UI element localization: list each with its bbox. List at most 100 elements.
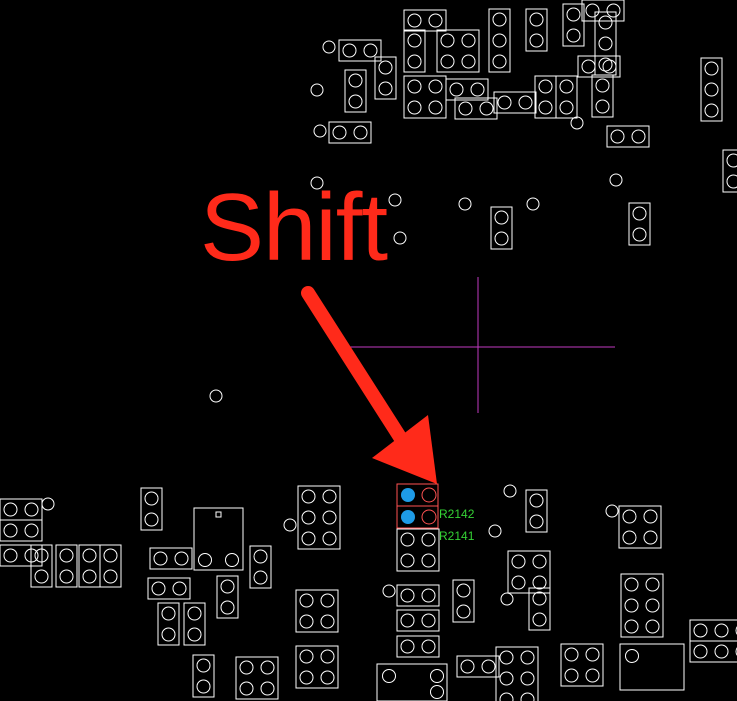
via: [605, 504, 619, 518]
footprint-pad: [253, 549, 268, 564]
via: [503, 484, 517, 498]
footprint-pad: [59, 569, 74, 584]
refdes-label-r2141[interactable]: R2141: [439, 529, 475, 543]
footprint-body: [193, 507, 244, 571]
footprint-body: [396, 584, 440, 607]
footprint-pad: [735, 647, 737, 656]
via: [393, 231, 407, 245]
footprint-body: [454, 97, 498, 120]
footprint-pad: [440, 33, 455, 48]
footprint-pad: [449, 82, 464, 97]
footprint-pad: [421, 639, 436, 654]
footprint-pad: [348, 94, 363, 109]
footprint-pad: [196, 658, 211, 673]
footprint-body: [495, 646, 539, 701]
footprint-pad: [421, 553, 436, 568]
footprint-pad: [260, 660, 275, 675]
footprint-body: [297, 485, 341, 550]
footprint-pad: [430, 685, 444, 699]
component-r2141[interactable]: [396, 505, 439, 529]
footprint-pad: [598, 15, 613, 30]
via: [41, 497, 55, 511]
footprint-pad: [595, 78, 610, 93]
footprint-body: [30, 544, 53, 588]
footprint-body: [628, 202, 651, 246]
footprint-pad: [461, 54, 476, 69]
footprint-pad: [602, 59, 617, 74]
footprint-body: [577, 55, 621, 78]
footprint-pad: [407, 54, 422, 69]
footprint-pad: [585, 3, 600, 18]
highlighted-components[interactable]: [396, 483, 439, 529]
footprint-pad: [511, 554, 526, 569]
footprint-pad: [353, 125, 368, 140]
footprint-pad: [3, 502, 18, 517]
footprint-pad: [566, 7, 581, 22]
footprint-pad: [529, 33, 544, 48]
footprint-pad: [320, 614, 335, 629]
footprint-pad: [598, 36, 613, 51]
footprint-pad: [479, 101, 494, 116]
footprint-pad: [407, 13, 422, 28]
footprint-body: [488, 8, 511, 73]
footprint-pad: [532, 575, 547, 590]
footprint-body: [493, 91, 537, 114]
footprint-pad: [622, 530, 637, 545]
footprint-pad: [631, 129, 646, 144]
footprint-body: [374, 56, 397, 100]
footprint-pad: [520, 671, 535, 686]
footprint-body: [147, 577, 191, 600]
footprint-pad: [3, 523, 18, 538]
footprint-pad: [320, 593, 335, 608]
r2142-pad-1-selected[interactable]: [401, 488, 415, 502]
refdes-label-r2142[interactable]: R2142: [439, 507, 475, 521]
footprint-body: [562, 3, 585, 47]
footprint-body: [376, 663, 448, 701]
footprint-pad: [566, 28, 581, 43]
footprint-body: [403, 75, 447, 119]
footprint-pad: [610, 129, 625, 144]
footprint-pad: [585, 647, 600, 662]
footprint-pad: [421, 588, 436, 603]
footprint-pad: [704, 103, 719, 118]
footprint-body: [619, 643, 685, 691]
footprint-pad: [520, 650, 535, 665]
footprint-body: [700, 57, 723, 122]
footprint-pad: [714, 623, 729, 638]
footprint-body: [525, 8, 548, 52]
footprint-pad: [253, 570, 268, 585]
footprint-body: [534, 75, 557, 119]
footprint-pad: [492, 54, 507, 69]
footprint-pad: [632, 206, 647, 221]
footprint-pad: [492, 12, 507, 27]
footprint-pad: [161, 627, 176, 642]
footprint-pad: [299, 614, 314, 629]
footprint-pad: [704, 61, 719, 76]
component-r2142[interactable]: [396, 483, 439, 507]
footprint-pad: [428, 100, 443, 115]
footprint-pad: [3, 548, 18, 563]
footprint-pad: [529, 493, 544, 508]
footprint-body: [183, 602, 206, 646]
footprint-pad: [595, 99, 610, 114]
footprint-pad: [225, 553, 239, 567]
r2141-pad-1-selected[interactable]: [401, 510, 415, 524]
footprint-body: [436, 29, 480, 73]
footprint-pad: [645, 577, 660, 592]
footprint-pad: [532, 591, 547, 606]
r2141-pad-2[interactable]: [421, 509, 437, 525]
footprint-pad: [301, 531, 316, 546]
footprint-body: [0, 544, 43, 567]
footprint-pad: [301, 489, 316, 504]
r2142-pad-2[interactable]: [421, 487, 437, 503]
footprint-pad: [320, 649, 335, 664]
footprint-pad: [348, 73, 363, 88]
footprint-pad: [624, 577, 639, 592]
footprint-pad: [196, 679, 211, 694]
via: [609, 173, 623, 187]
footprint-pad: [103, 548, 118, 563]
footprint-body: [295, 645, 339, 689]
footprint-pad: [625, 649, 639, 663]
footprint-pad: [456, 583, 471, 598]
